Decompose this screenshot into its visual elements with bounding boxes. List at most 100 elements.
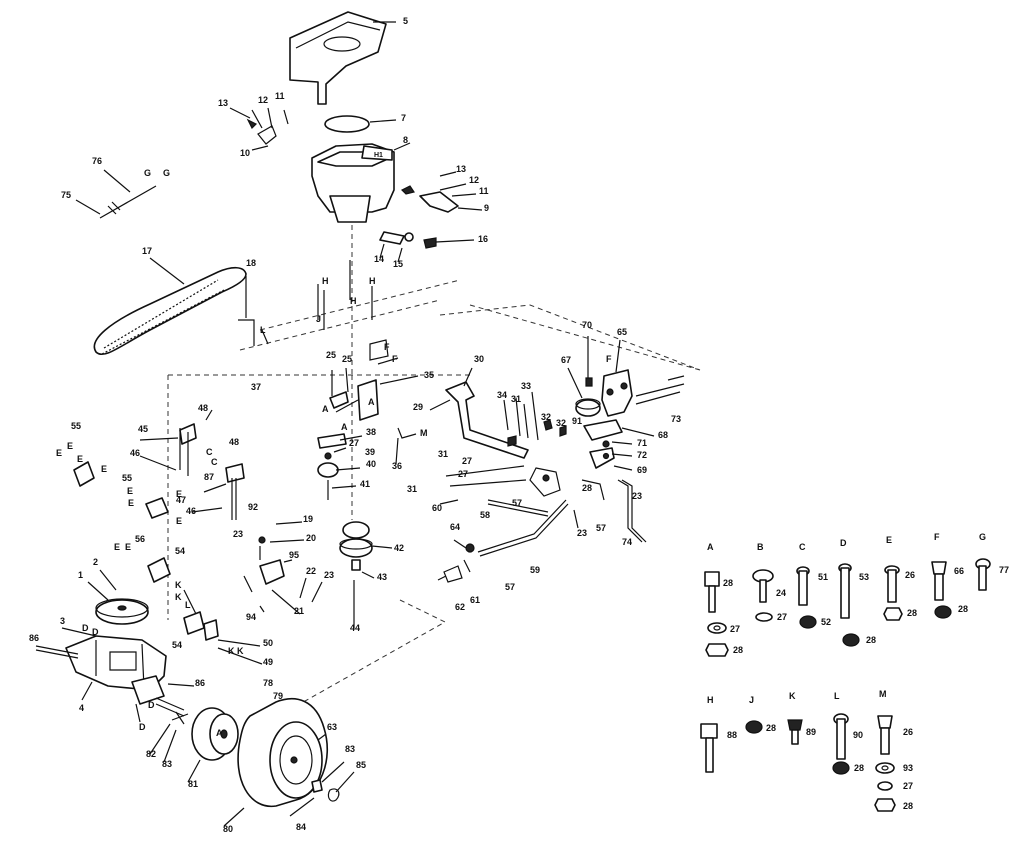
callout-46: 46 (186, 506, 196, 516)
callout-64: 64 (450, 522, 460, 532)
callout-55: 55 (122, 473, 132, 483)
hardware-B: B 24 27 (752, 542, 787, 622)
callout-31: 31 (511, 394, 521, 404)
callout-G: G (144, 168, 151, 178)
callout-32: 32 (541, 412, 551, 422)
legend-num-M-nut: 28 (903, 801, 913, 811)
legend-letter-L: L (834, 691, 840, 701)
callout-62: 62 (455, 602, 465, 612)
callout-30: 30 (474, 354, 484, 364)
legend-letter-B: B (757, 542, 764, 552)
callout-F: F (392, 354, 398, 364)
callout-82: 82 (146, 749, 156, 759)
callout-18: 18 (246, 258, 256, 268)
callout-12: 12 (258, 95, 268, 105)
legend-letter-H: H (707, 695, 714, 705)
legend-letter-G: G (979, 532, 986, 542)
callout-F: F (384, 342, 390, 352)
callout-D: D (148, 700, 155, 710)
engine-shroud (289, 11, 396, 105)
callout-K: K (237, 646, 244, 656)
legend-num-K-bolt: 89 (806, 727, 816, 737)
callout-95: 95 (289, 550, 299, 560)
callout-27: 27 (462, 456, 472, 466)
legend-num-D-nut: 28 (866, 635, 876, 645)
hardware-M: M 26 93 27 28 (874, 689, 913, 812)
callout-C: C (211, 457, 218, 467)
callout-H: H (350, 296, 357, 306)
callout-23: 23 (577, 528, 587, 538)
callout-22: 22 (306, 566, 316, 576)
callout-19: 19 (303, 514, 313, 524)
legend-num-A-nut: 28 (733, 645, 743, 655)
part-36 (395, 427, 417, 465)
lever-bracket (329, 367, 419, 421)
callout-28: 28 (582, 483, 592, 493)
callout-33: 33 (521, 381, 531, 391)
transaxle (35, 627, 195, 723)
callout-54: 54 (175, 546, 185, 556)
callout-23: 23 (632, 491, 642, 501)
hardware-H: H 88 (700, 695, 737, 773)
legend-letter-E: E (886, 535, 892, 545)
bracket-95 (243, 559, 323, 615)
callout-L: L (185, 600, 191, 610)
hardware-E: E 26 28 (883, 535, 917, 621)
callout-2: 2 (93, 557, 98, 567)
legend-num-F-bolt: 66 (954, 566, 964, 576)
legend-num-E-nut: 28 (907, 608, 917, 618)
legend-num-M-bolt: 26 (903, 727, 913, 737)
callout-78: 78 (263, 678, 273, 688)
callout-69: 69 (637, 465, 647, 475)
callout-C: C (206, 447, 213, 457)
callout-E: E (67, 441, 73, 451)
callout-23: 23 (324, 570, 334, 580)
legend-num-E-bolt: 26 (905, 570, 915, 580)
frame-pieces (238, 260, 399, 365)
callout-87: 87 (204, 472, 214, 482)
callout-48: 48 (198, 403, 208, 413)
callout-34: 34 (497, 390, 507, 400)
callout-58: 58 (480, 510, 490, 520)
callout-14: 14 (374, 254, 384, 264)
hardware-A: A 28 27 28 (704, 542, 743, 657)
callout-H: H (369, 276, 376, 286)
callout-3: 3 (60, 616, 65, 626)
callout-E: E (176, 489, 182, 499)
hardware-legend: A 28 27 28 B 24 27 C 51 52 (700, 532, 1009, 812)
hardware-J: J 28 (745, 695, 776, 734)
left-brackets (73, 409, 305, 665)
legend-num-J-nut: 28 (766, 723, 776, 733)
callout-74: 74 (622, 537, 632, 547)
callout-83: 83 (345, 744, 355, 754)
legend-letter-C: C (799, 542, 806, 552)
callout-60: 60 (432, 503, 442, 513)
callout-H: H (322, 276, 329, 286)
callout-72: 72 (637, 450, 647, 460)
hardware-L: L 90 28 (832, 691, 864, 775)
callout-46: 46 (130, 448, 140, 458)
callout-31: 31 (407, 484, 417, 494)
callout-85: 85 (356, 760, 366, 770)
legend-num-A-bolt: 28 (723, 578, 733, 588)
callout-70: 70 (582, 320, 592, 330)
callout-25: 25 (342, 354, 352, 364)
callout-15: 15 (393, 259, 403, 269)
callout-K: K (175, 580, 182, 590)
callout-E: E (127, 486, 133, 496)
reference-lines (167, 225, 701, 741)
callout-84: 84 (296, 822, 306, 832)
callout-44: 44 (350, 623, 360, 633)
callout-67: 67 (561, 355, 571, 365)
callout-D: D (139, 722, 146, 732)
callout-80: 80 (223, 824, 233, 834)
callout-16: 16 (478, 234, 488, 244)
callout-41: 41 (360, 479, 370, 489)
center-stack (317, 433, 393, 628)
engine-hardware (229, 107, 483, 263)
callout-43: 43 (377, 572, 387, 582)
callout-37: 37 (251, 382, 261, 392)
legend-letter-D: D (840, 538, 847, 548)
